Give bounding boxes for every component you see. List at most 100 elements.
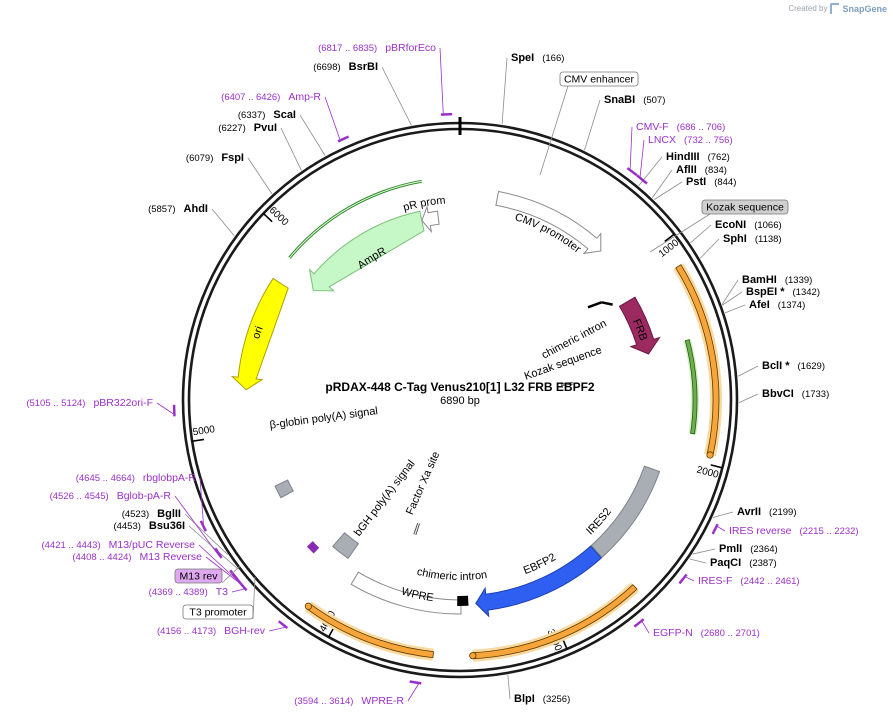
enzyme-label-bamhi[interactable]: BamHI(1339) (742, 274, 812, 286)
tick-label: 2000 (695, 465, 720, 481)
primer-range: (3594 .. 3614) (294, 696, 353, 707)
primer-range: (2215 .. 2232) (799, 526, 858, 537)
ampr-arrow[interactable] (308, 210, 425, 292)
enzyme-label-bglii[interactable]: (4523)BglII (122, 508, 181, 520)
enzyme-label-sphi[interactable]: SphI(1138) (723, 233, 782, 245)
enzyme-label-avrii[interactable]: AvrII(2199) (737, 506, 797, 518)
primer-mark-rbglobpa-r (199, 520, 207, 532)
primer-mark-egfp-n (633, 618, 645, 628)
bgh-polya-feature[interactable] (331, 532, 360, 560)
primer-label-bglob-pa-r[interactable]: (4526 .. 4545) Bglob-pA-R (50, 490, 172, 502)
primer-leader-pbr322ori-f (156, 402, 174, 415)
primer-label-pbrforeco[interactable]: (6817 .. 6835)pBRforEco (318, 42, 436, 54)
ampr-promoter-label: AmpR promoter (0, 0, 446, 214)
ampr-inner-strand-highlight (289, 180, 422, 259)
ori-arrow[interactable] (230, 277, 289, 391)
enzyme-label-fspi[interactable]: (6079)FspI (186, 152, 244, 164)
primer-range: (4421 .. 4443) (41, 540, 100, 551)
enzyme-position: (1374) (778, 300, 805, 311)
enzyme-label-spei[interactable]: SpeI(166) (511, 52, 564, 64)
enzyme-leader-bbvci (738, 393, 759, 404)
primer-label-pbr322ori-f[interactable]: (5105 .. 5124)pBR322ori-F (26, 397, 153, 409)
bgh-polya-label: bGH poly(A) signal (352, 458, 418, 539)
primer-leader-cmv-f (629, 126, 633, 169)
enzyme-name: BbvCI (762, 388, 794, 400)
enzyme-leader-bsrbi (381, 66, 412, 126)
enzyme-label-bspei[interactable]: BspEI *(1342) (746, 286, 820, 298)
enzyme-name: HindIII (666, 151, 700, 163)
primer-range: (4369 .. 4389) (149, 587, 208, 598)
box-t3-promoter[interactable] (182, 604, 254, 620)
enzyme-position: (1629) (798, 361, 825, 372)
box-kozak-box[interactable] (701, 199, 789, 215)
venus-inner-band[interactable] (684, 339, 698, 435)
primer-label-wpre-r[interactable]: (3594 .. 3614)WPRE-R (294, 695, 404, 707)
primer-label-bgh-rev[interactable]: (4156 .. 4173)BGH-rev (157, 625, 266, 637)
frb-arrow[interactable] (618, 296, 661, 355)
primer-name: CMV-F (636, 121, 669, 133)
enzyme-position: (762) (708, 152, 730, 163)
enzyme-label-bcli[interactable]: BclI *(1629) (762, 360, 825, 372)
kozak-sequence-mark (560, 381, 573, 385)
enzyme-label-econi[interactable]: EcoNI(1066) (715, 219, 782, 231)
egfp-band-head (469, 652, 477, 660)
enzyme-name: AfeI (749, 299, 770, 311)
enzyme-position: (1339) (785, 275, 812, 286)
enzyme-leader-afei (724, 304, 746, 314)
enzyme-label-bsrbi[interactable]: (6698)BsrBI (313, 61, 378, 73)
enzyme-label-snabi[interactable]: SnaBI(507) (604, 94, 665, 106)
enzyme-label-pmli[interactable]: PmlI (2364) (719, 543, 778, 555)
primer-label-cmv-f[interactable]: CMV-F(686 .. 706) (636, 121, 725, 133)
ebfp2-arrow[interactable] (475, 545, 603, 618)
box-m13-rev[interactable] (174, 568, 223, 584)
chimeric-intron-1-mark[interactable] (587, 301, 602, 309)
enzyme-leader-bcli (737, 365, 759, 377)
primer-label-rbglobpa-r[interactable]: (4645 .. 4664)rbglobpA-R (76, 472, 197, 484)
primer-name: Bglob-pA-R (117, 490, 172, 502)
primer-label-m13-puc-reverse[interactable]: (4421 .. 4443)M13/pUC Reverse (41, 539, 195, 551)
box-cmv-enhancer[interactable] (559, 71, 639, 87)
ires2-feature[interactable] (590, 465, 661, 559)
enzyme-position: (2364) (750, 544, 777, 555)
primer-label-ires-f[interactable]: IRES-F(2442 .. 2461) (698, 575, 800, 587)
chimeric-intron-2-mark[interactable] (457, 595, 469, 607)
enzyme-name: PmlI (719, 543, 742, 555)
primer-label-egfp-n[interactable]: EGFP-N(2680 .. 2701) (653, 627, 760, 639)
enzyme-label-scai[interactable]: (6337)ScaI (238, 109, 296, 121)
enzyme-label-psti[interactable]: PstI(844) (686, 176, 736, 188)
primer-mark-bgh-rev (277, 620, 289, 629)
primer-mark-cmv-f (626, 167, 638, 177)
primer-mark-amp-r (337, 135, 350, 143)
enzyme-leader-sphi (700, 238, 720, 259)
snapgene-credit: Created by SnapGene (788, 3, 887, 14)
enzyme-label-hindiii[interactable]: HindIII (762) (666, 151, 730, 163)
primer-name: rbglobpA-R (143, 472, 197, 484)
enzyme-leader-psti (653, 181, 683, 200)
primer-label-lncx[interactable]: LNCX(732 .. 756) (648, 134, 733, 146)
bglobin-polya-feature[interactable] (274, 479, 294, 499)
primer-label-m13-reverse[interactable]: (4408 .. 4424)M13 Reverse (72, 551, 202, 563)
primer-label-amp-r[interactable]: (6407 .. 6426)Amp-R (221, 91, 321, 103)
enzyme-label-blpi[interactable]: BlpI(3256) (514, 693, 570, 705)
primer-label-ires-reverse[interactable]: IRES reverse(2215 .. 2232) (729, 525, 859, 537)
m13-feature-mark (306, 541, 320, 554)
enzyme-label-afei[interactable]: AfeI (1374) (749, 299, 805, 311)
tick-mark (192, 438, 205, 443)
enzyme-name: BglII (157, 508, 181, 520)
wpre-feature[interactable] (350, 571, 462, 615)
primer-range: (4526 .. 4545) (50, 491, 109, 502)
enzyme-label-ahdi[interactable]: (5857)AhdI (148, 203, 208, 215)
enzyme-label-bsu36i[interactable]: (4453)Bsu36I (113, 520, 185, 532)
bglobin-polya-label: β-globin poly(A) signal (269, 405, 379, 432)
enzyme-leader-scai (299, 114, 326, 156)
primer-label-t3[interactable]: (4369 .. 4389)T3 (149, 586, 229, 598)
enzyme-label-paqci[interactable]: PaqCI(2387) (710, 557, 777, 569)
primer-name: EGFP-N (653, 627, 693, 639)
ampr-promoter-arrow[interactable] (421, 204, 440, 234)
enzyme-label-aflii[interactable]: AflII(834) (676, 164, 727, 176)
enzyme-label-pvui[interactable]: (6227)PvuI (218, 122, 277, 134)
chimeric-intron-1-bar (601, 301, 613, 306)
cmv-promoter-arrow[interactable] (495, 190, 602, 255)
enzyme-name: ScaI (273, 109, 296, 121)
enzyme-label-bbvci[interactable]: BbvCI(1733) (762, 388, 829, 400)
